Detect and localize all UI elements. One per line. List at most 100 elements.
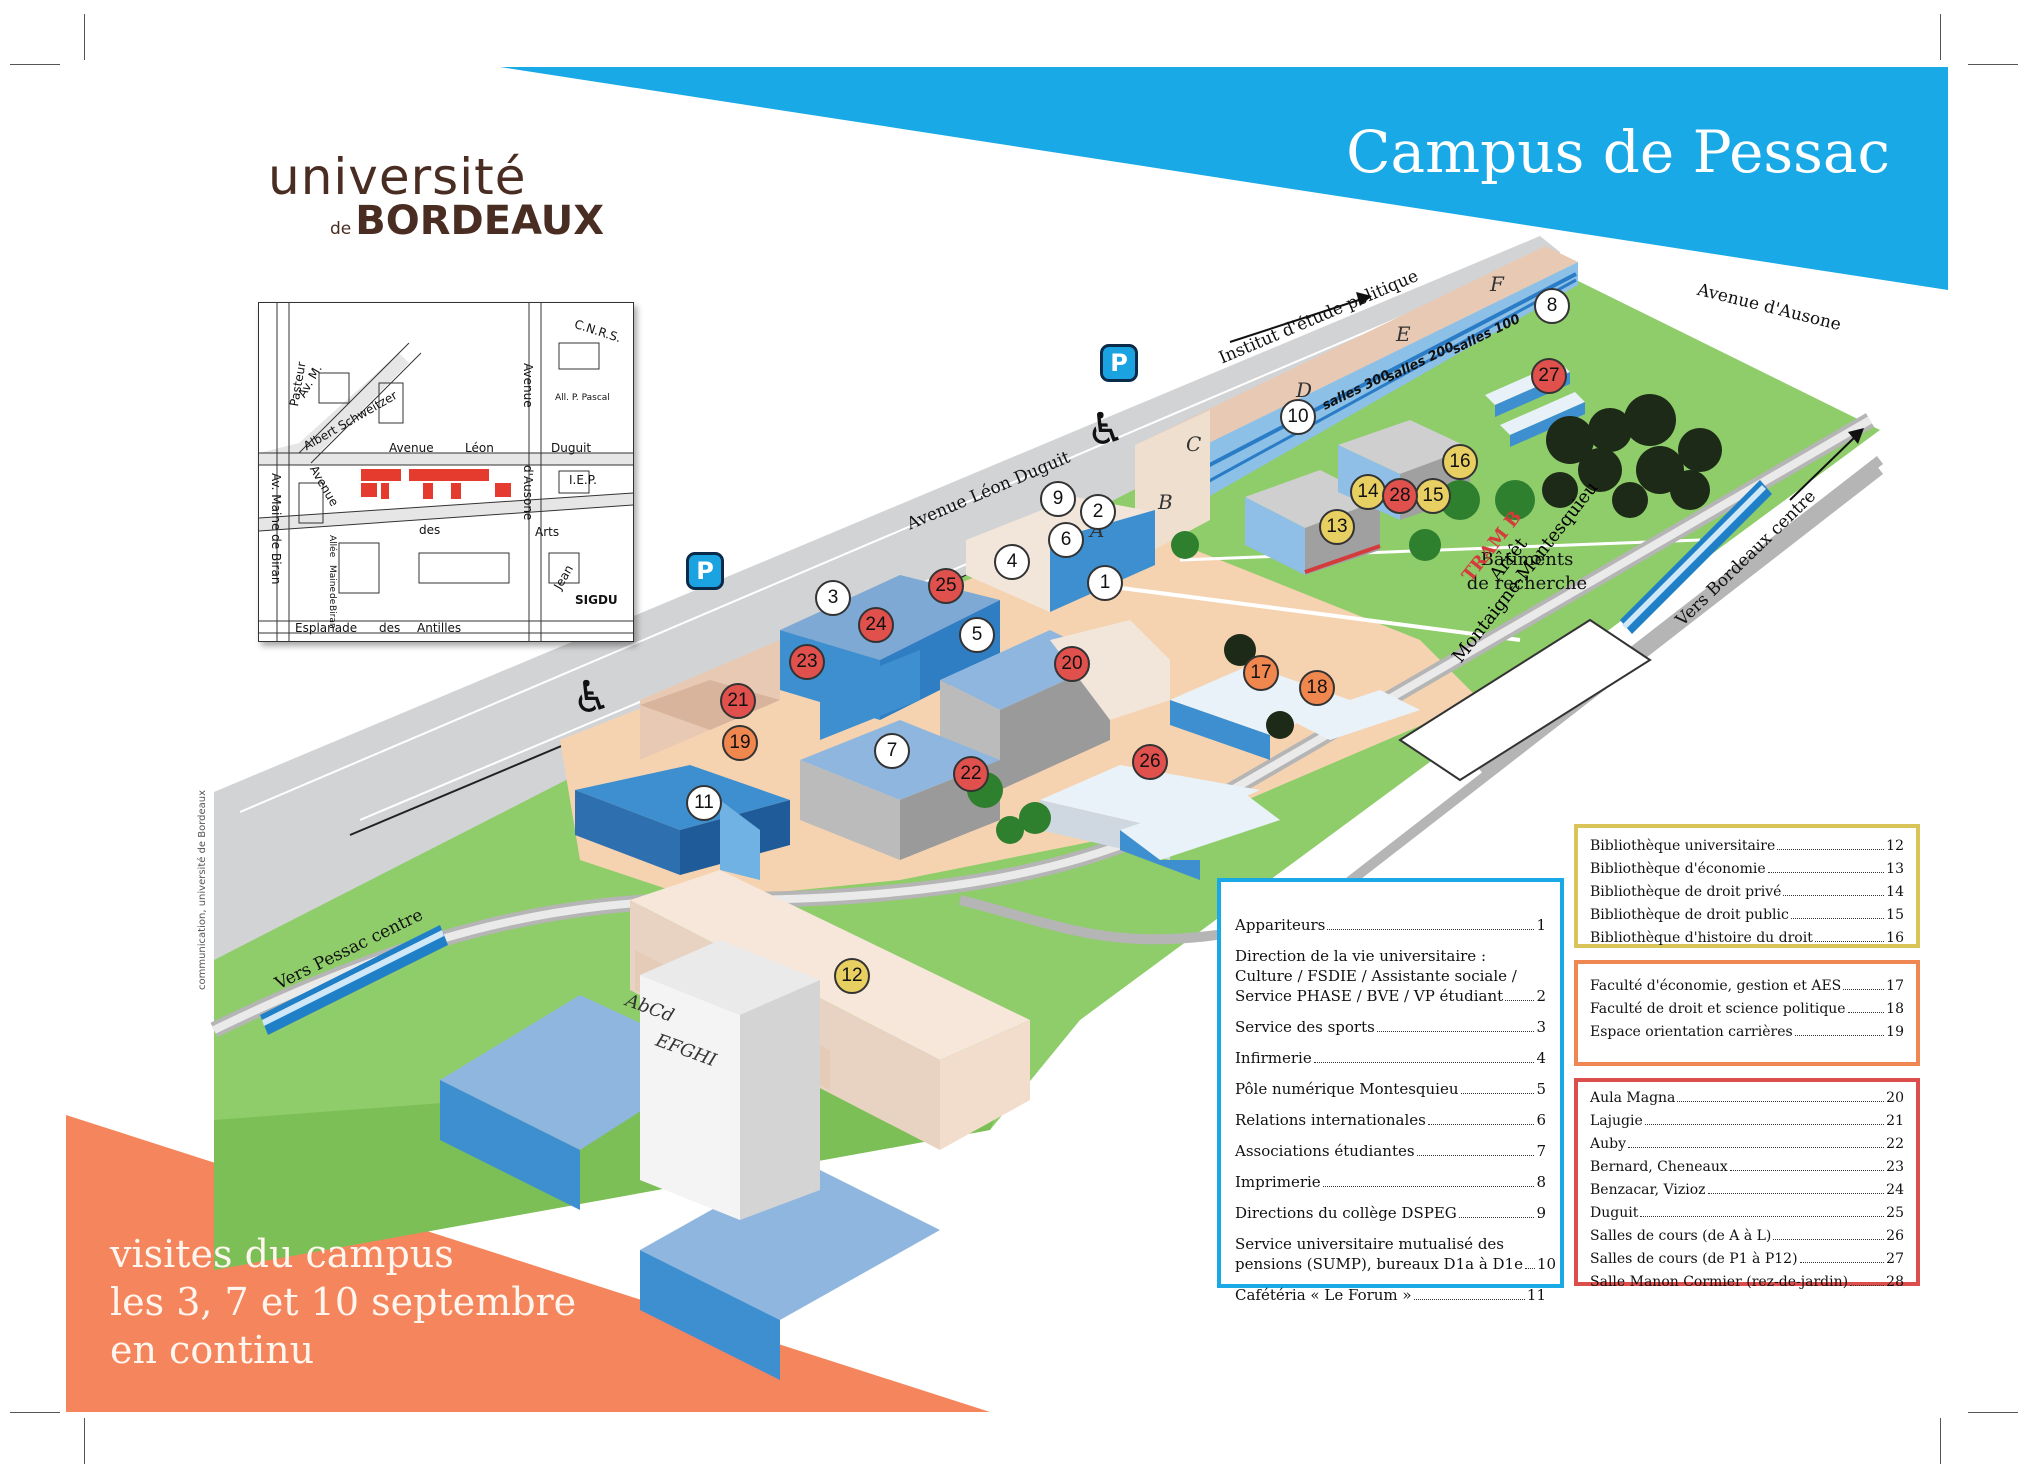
- building-marker-4[interactable]: 4: [994, 544, 1030, 580]
- legend-row: Salles de cours (de A à L)26: [1590, 1228, 1904, 1244]
- building-26: [1040, 765, 1280, 880]
- inset-label-arts: Arts: [535, 525, 560, 539]
- inset-label-allee: Allée: [327, 535, 337, 558]
- building-marker-26[interactable]: 26: [1132, 744, 1168, 780]
- inset-label-maine: Av. Maine de Biran: [269, 473, 283, 585]
- building-marker-8[interactable]: 8: [1534, 288, 1570, 324]
- building-marker-19[interactable]: 19: [722, 725, 758, 761]
- university-logo-text: université: [268, 148, 527, 206]
- building-marker-10[interactable]: 10: [1280, 399, 1316, 435]
- inset-label-iep: I.E.P.: [569, 473, 597, 487]
- building-marker-25[interactable]: 25: [928, 568, 964, 604]
- building-marker-14[interactable]: 14: [1350, 474, 1386, 510]
- research-buildings-label: Bâtiments de recherche: [1466, 549, 1588, 594]
- wing-label-b: B: [1158, 490, 1173, 514]
- building-marker-16[interactable]: 16: [1442, 444, 1478, 480]
- wing-label-d: D: [1296, 378, 1313, 402]
- visit-banner-text: visites du campus les 3, 7 et 10 septemb…: [110, 1232, 577, 1372]
- building-marker-2[interactable]: 2: [1080, 494, 1116, 530]
- legend-row: Salles de cours (de P1 à P12)27: [1590, 1251, 1904, 1267]
- tram-stop-sign: [1398, 618, 1652, 782]
- crop-mark: [10, 1412, 60, 1413]
- building-marker-3[interactable]: 3: [815, 580, 851, 616]
- wing-label-f: F: [1490, 272, 1504, 296]
- inset-label-duguit: Duguit: [551, 441, 592, 455]
- inset-label-avenue: Avenue: [389, 441, 434, 455]
- inset-label-antilles: Antilles: [417, 621, 462, 635]
- legend-row: Direction de la vie universitaire :: [1235, 947, 1487, 965]
- building-11-forum: [575, 765, 790, 880]
- crop-mark: [84, 1418, 85, 1464]
- inset-label-des2: des: [379, 621, 401, 635]
- building-marker-11[interactable]: 11: [686, 785, 722, 821]
- building-marker-22[interactable]: 22: [953, 756, 989, 792]
- crop-mark: [1968, 64, 2018, 65]
- tree-clusters: [1224, 394, 1722, 739]
- crop-mark: [1940, 14, 1941, 60]
- building-marker-13[interactable]: 13: [1319, 509, 1355, 545]
- wheelchair-icon: ♿: [572, 672, 612, 723]
- inset-label-esplanade: Esplanade: [295, 621, 358, 635]
- legend-row: Cafétéria « Le Forum »11: [1235, 1286, 1546, 1304]
- building-marker-6[interactable]: 6: [1048, 522, 1084, 558]
- building-marker-20[interactable]: 20: [1054, 646, 1090, 682]
- inset-streets: [259, 303, 633, 641]
- crop-mark: [10, 64, 60, 65]
- wing-label-c: C: [1186, 432, 1202, 456]
- building-marker-5[interactable]: 5: [959, 617, 995, 653]
- parking-icon: P: [1100, 344, 1138, 382]
- building-marker-23[interactable]: 23: [789, 644, 825, 680]
- building-17-18: [1170, 665, 1420, 760]
- inset-label-des: des: [419, 523, 441, 537]
- parking-icon: P: [686, 552, 724, 590]
- building-marker-9[interactable]: 9: [1040, 481, 1076, 517]
- inset-label-ausone: d'Ausone: [521, 465, 535, 521]
- inset-label-de: de: [327, 593, 337, 605]
- wheelchair-icon: ♿: [1086, 404, 1126, 455]
- building-marker-28[interactable]: 28: [1382, 478, 1418, 514]
- crop-mark: [1940, 1418, 1941, 1464]
- building-marker-15[interactable]: 15: [1415, 478, 1451, 514]
- building-marker-7[interactable]: 7: [874, 733, 910, 769]
- building-12-library: [440, 870, 1030, 1380]
- building-marker-18[interactable]: 18: [1299, 670, 1335, 706]
- building-marker-17[interactable]: 17: [1243, 655, 1279, 691]
- building-marker-24[interactable]: 24: [858, 607, 894, 643]
- credit-text: communication, université de Bordeaux: [197, 789, 208, 990]
- header-band: [500, 67, 1948, 290]
- inset-label-sigdu: SIGDU: [575, 593, 618, 607]
- building-marker-1[interactable]: 1: [1087, 565, 1123, 601]
- inset-location-map: C.N.R.S. Albert Schweitzer Av. M. Pasteu…: [258, 302, 634, 642]
- building-marker-27[interactable]: 27: [1531, 358, 1567, 394]
- building-marker-12[interactable]: 12: [834, 958, 870, 994]
- building-marker-21[interactable]: 21: [720, 683, 756, 719]
- inset-label-leon: Léon: [465, 441, 494, 455]
- page-title: Campus de Pessac: [1346, 118, 1890, 186]
